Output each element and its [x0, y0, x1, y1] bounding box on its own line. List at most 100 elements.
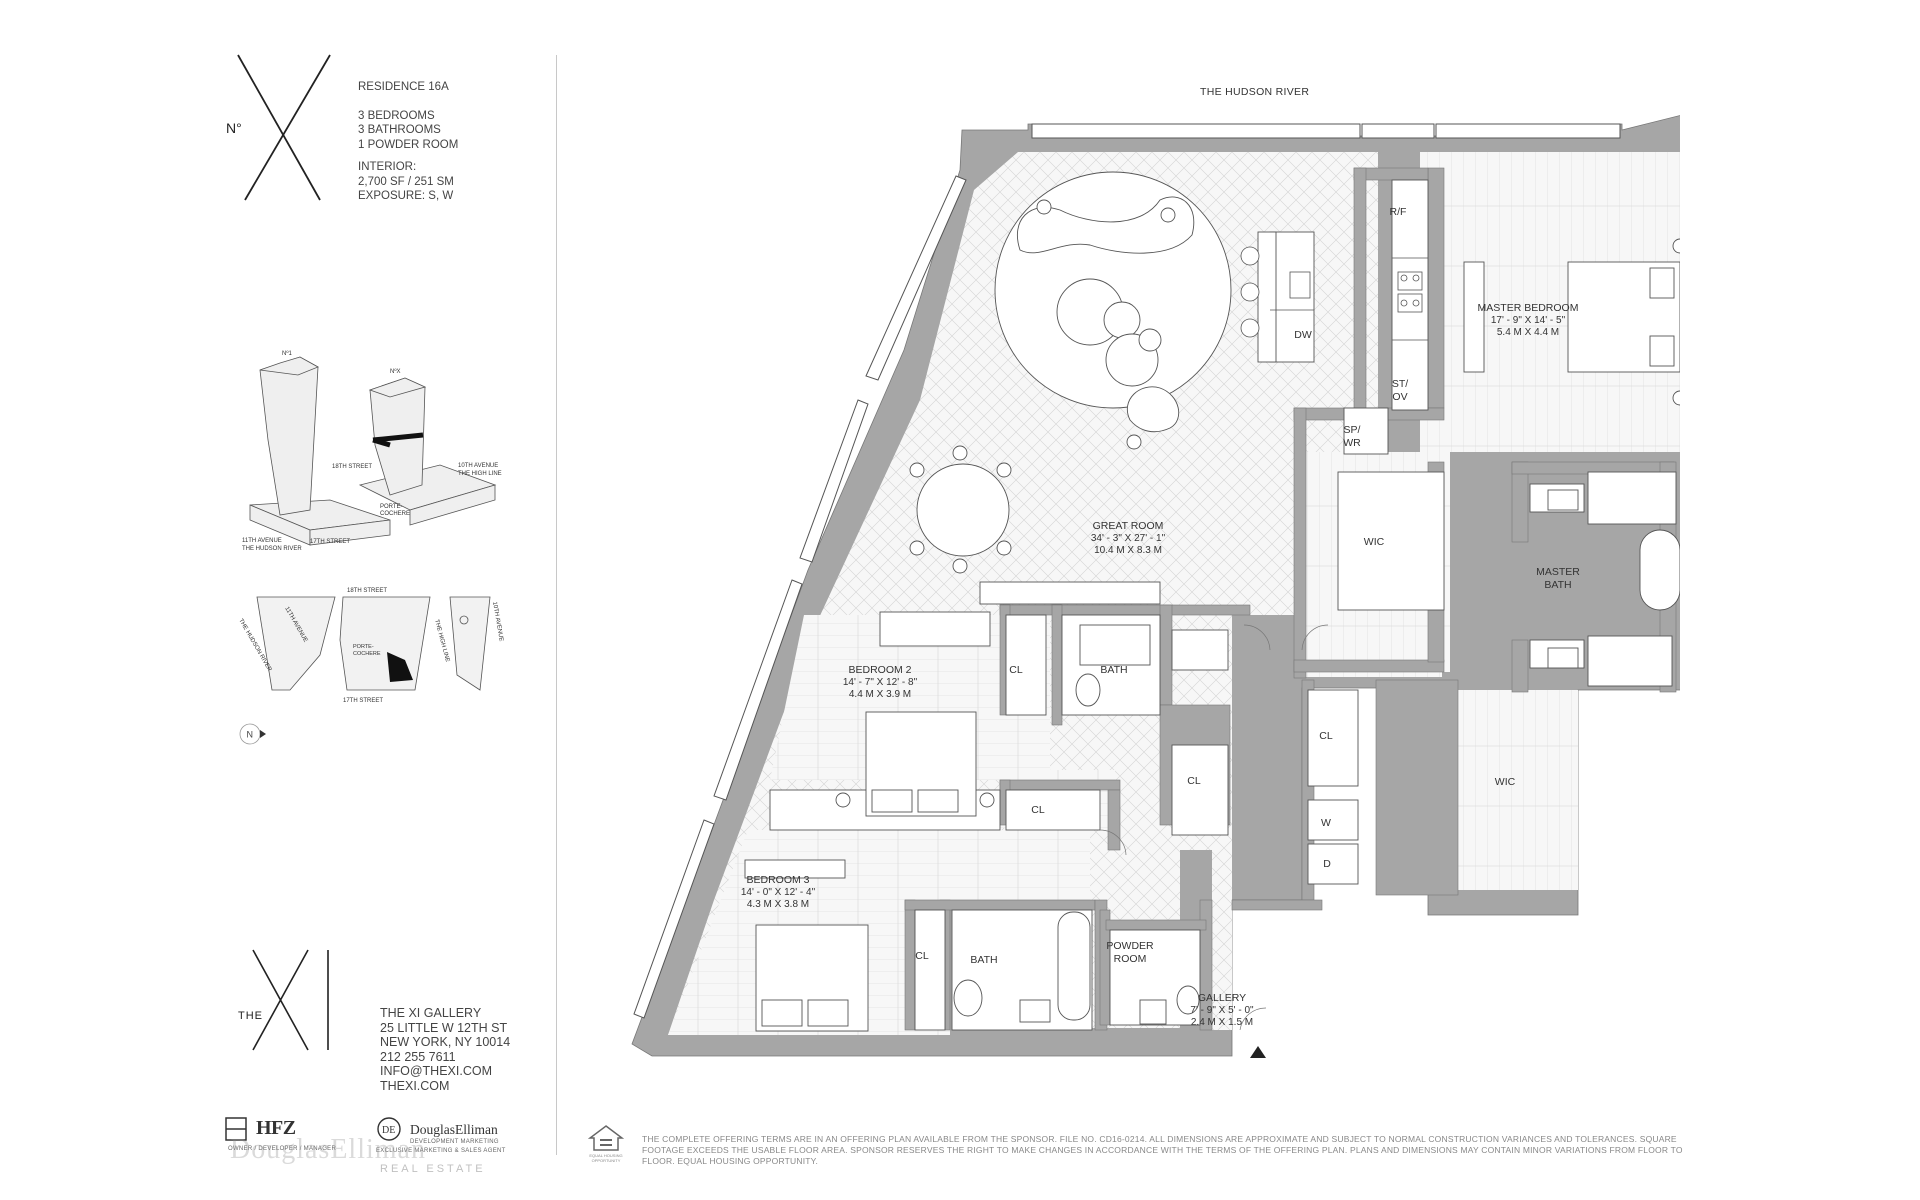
closet-bedroom3-label: CL [1031, 804, 1045, 816]
column-divider [556, 55, 557, 1155]
axon-hudson: THE HUDSON RIVER [242, 546, 302, 552]
site-cochere: COCHERE [353, 651, 381, 657]
gallery-name: THE XI GALLERY [380, 1006, 482, 1020]
stove-oven-line1: ST/ [1391, 378, 1409, 390]
the-xi-logo [252, 949, 329, 1051]
svg-text:DE: DE [382, 1125, 395, 1136]
bedroom3-name: BEDROOM 3 [746, 874, 810, 886]
bedroom3-dim-metric: 4.3 M X 3.8 M [746, 899, 810, 910]
north-arrow-icon: N [239, 723, 266, 745]
gallery-website[interactable]: THEXI.COM [380, 1078, 450, 1093]
bath3-label: BATH [970, 954, 998, 966]
gallery-label: GALLERY 7' - 9" X 5' - 0" 2.4 M X 1.5 M [1190, 992, 1253, 1030]
stove-oven-label: ST/ OV [1392, 378, 1408, 403]
master-bath-label: MASTER BATH [1536, 566, 1580, 591]
stove-oven-line2: OV [1392, 390, 1408, 403]
axon-high-line: THE HIGH LINE [458, 471, 502, 477]
powder-count: 1 POWDER ROOM [358, 138, 459, 151]
gallery-address: THE XI GALLERY 25 LITTLE W 12TH ST NEW Y… [380, 1006, 510, 1093]
residence-title: RESIDENCE 16A [358, 81, 449, 93]
great-room-name: GREAT ROOM [1092, 520, 1164, 532]
axon-porte: PORTE- [380, 504, 403, 510]
master-bedroom-name: MASTER BEDROOM [1477, 302, 1579, 314]
residence-info: RESIDENCE 16A 3 BEDROOMS 3 BATHROOMS 1 P… [358, 80, 458, 204]
master-bath-name2: BATH [1544, 578, 1572, 591]
axon-11th-ave: 11TH AVENUE [242, 538, 282, 544]
wic2-label: WIC [1494, 776, 1516, 788]
closet-bedroom2-label: CL [1009, 664, 1023, 676]
gallery-dim-imperial: 7' - 9" X 5' - 0" [1190, 1004, 1254, 1016]
powder-room-name2: ROOM [1113, 952, 1147, 965]
hfz-logo-icon [225, 1117, 247, 1141]
master-bedroom-label: MASTER BEDROOM 17' - 9" X 14' - 5" 5.4 M… [1478, 302, 1579, 340]
hfz-logo: HFZ [256, 1117, 296, 1139]
site-18th-street: 18TH STREET [347, 588, 387, 594]
axon-17th-street: 17TH STREET [310, 539, 350, 545]
great-room-label: GREAT ROOM 34' - 3" X 27' - 1" 10.4 M X … [1091, 520, 1165, 558]
gallery-phone: 212 255 7611 [380, 1049, 456, 1064]
gallery-city: NEW YORK, NY 10014 [380, 1035, 511, 1049]
bedroom2-dim-metric: 4.4 M X 3.9 M [848, 689, 912, 700]
sp-wr-line2: WR [1343, 436, 1361, 449]
bathroom-count: 3 BATHROOMS [358, 124, 441, 136]
site-17th-street: 17TH STREET [343, 698, 383, 704]
hudson-river-label: THE HUDSON RIVER [1200, 86, 1310, 98]
logo-no-text: N° [226, 120, 242, 136]
axon-18th-street: 18TH STREET [332, 464, 372, 470]
hfz-subtitle: OWNER / DEVELOPER / MANAGER [228, 1146, 337, 1152]
watermark: DouglasElliman [230, 1134, 426, 1165]
de-subtitle2: EXCLUSIVE MARKETING & SALES AGENT [376, 1148, 506, 1154]
de-logo: DouglasElliman [410, 1122, 498, 1137]
axon-10th-ave: 10TH AVENUE [458, 463, 498, 469]
gallery-email[interactable]: INFO@THEXI.COM [380, 1064, 492, 1078]
powder-room-label: POWDER ROOM [1106, 940, 1153, 965]
axon-tower2-label: NºX [390, 368, 401, 375]
great-room-dim-imperial: 34' - 3" X 27' - 1" [1090, 532, 1166, 544]
dishwasher-label: DW [1294, 329, 1312, 341]
watermark-sub: REAL ESTATE [380, 1163, 486, 1175]
great-room-dim-metric: 10.4 M X 8.3 M [1094, 545, 1162, 556]
bedroom2-dim-imperial: 14' - 7" X 12' - 8" [842, 676, 918, 688]
closet-bedroom3b-label: CL [915, 950, 929, 962]
fridge-label: R/F [1389, 206, 1407, 218]
site-porte: PORTE- [353, 644, 374, 650]
sp-wr-line1: SP/ [1343, 424, 1361, 436]
floor-plan [631, 115, 1680, 1058]
powder-room-name1: POWDER [1106, 940, 1154, 952]
gallery-street: 25 LITTLE W 12TH ST [380, 1020, 508, 1035]
bedroom2-name: BEDROOM 2 [848, 664, 912, 676]
wic1-label: WIC [1363, 536, 1385, 548]
building-axonometric: Nº1 NºX 18TH STREET 10TH AVENUE THE HIGH… [242, 350, 502, 552]
bedroom-count: 3 BEDROOMS [358, 109, 435, 122]
exposure: EXPOSURE: S, W [358, 190, 454, 202]
master-bedroom-dim-metric: 5.4 M X 4.4 M [1496, 327, 1560, 338]
de-subtitle: DEVELOPMENT MARKETING [410, 1139, 499, 1145]
equal-housing-icon [588, 1125, 624, 1151]
bedroom3-label: BEDROOM 3 14' - 0" X 12' - 4" 4.3 M X 3.… [741, 874, 815, 912]
master-bedroom-dim-imperial: 17' - 9" X 14' - 5" [1490, 314, 1566, 326]
interior-area: 2,700 SF / 251 SM [358, 175, 454, 188]
nx-logo [237, 54, 331, 201]
washer-label: W [1321, 817, 1331, 829]
bath2-label: BATH [1100, 664, 1128, 676]
legal-disclaimer: THE COMPLETE OFFERING TERMS ARE IN AN OF… [642, 1134, 1683, 1166]
master-bath-name1: MASTER [1536, 566, 1580, 578]
sp-wr-label: SP/ WR [1343, 424, 1361, 449]
bedroom3-dim-imperial: 14' - 0" X 12' - 4" [740, 886, 816, 898]
site-10th-ave: 10TH AVENUE [491, 601, 504, 642]
north-letter: N [247, 730, 254, 740]
gallery-dim-metric: 2.4 M X 1.5 M [1190, 1017, 1254, 1028]
axon-cochere: COCHERE [380, 511, 410, 517]
de-logo-icon: DE [377, 1117, 401, 1141]
equal-housing-text: EQUAL HOUSING OPPORTUNITY [589, 1153, 623, 1163]
dryer-label: D [1323, 858, 1331, 870]
the-xi-logo-the: THE [238, 1010, 263, 1022]
bedroom2-label: BEDROOM 2 14' - 7" X 12' - 8" 4.4 M X 3.… [843, 664, 917, 702]
closet-gallery-label: CL [1319, 730, 1333, 742]
axon-tower1-label: Nº1 [282, 350, 293, 357]
closet-hall-label: CL [1187, 775, 1201, 787]
interior-label: INTERIOR: [358, 161, 417, 173]
gallery-room-name: GALLERY [1197, 992, 1247, 1004]
site-high-line: THE HIGH LINE [433, 619, 450, 663]
site-map: 18TH STREET 17TH STREET PORTE- COCHERE T… [237, 588, 504, 704]
